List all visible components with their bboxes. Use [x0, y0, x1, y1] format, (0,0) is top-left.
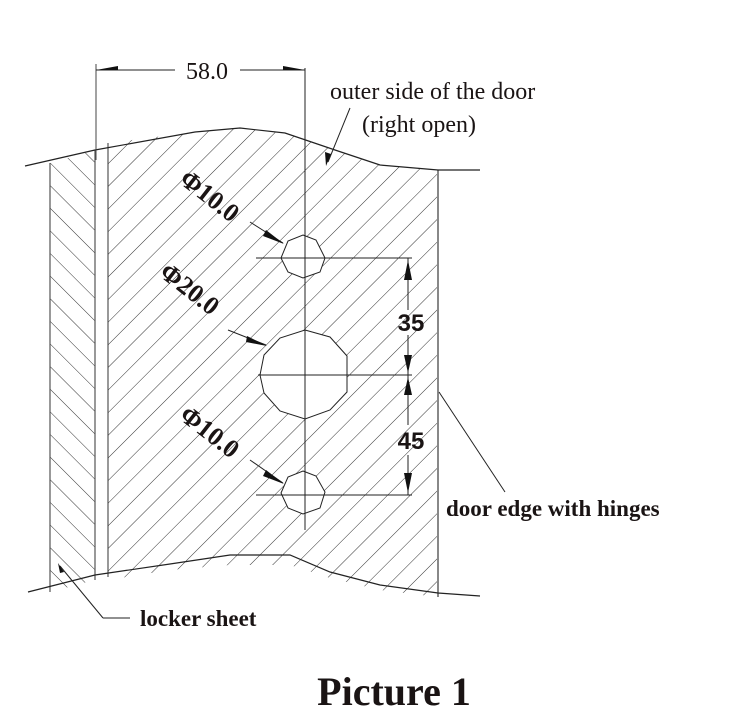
- spacing-lower-label: 45: [398, 428, 425, 455]
- bottom-break-line: [27, 554, 481, 597]
- width-dimension: [95, 64, 305, 160]
- door-edge-label: door edge with hinges: [446, 496, 660, 521]
- hole-middle-arrow: [246, 336, 267, 346]
- outer-side-leader: [327, 107, 351, 163]
- hole-lower: [280, 470, 326, 515]
- outer-side-label-line2: (right open): [362, 112, 476, 138]
- hole-upper-arrow: [263, 230, 284, 244]
- locker-sheet-leader: [59, 565, 104, 619]
- locker-sheet-arrow: [58, 563, 64, 573]
- hole-lower-arrow: [263, 470, 284, 484]
- vertical-spacing-dimension: [404, 258, 412, 495]
- outer-side-arrow: [325, 152, 331, 166]
- locker-sheet-label: locker sheet: [140, 606, 257, 631]
- width-dimension-label: 58.0: [186, 59, 228, 85]
- hole-upper: [280, 234, 326, 279]
- door-edge-leader: [438, 391, 506, 493]
- locker-sheet-section: [49, 143, 109, 592]
- spacing-upper-label: 35: [398, 310, 425, 337]
- picture-title: Picture 1: [317, 669, 471, 714]
- outer-side-label-line1: outer side of the door: [330, 79, 535, 105]
- top-break-line: [24, 127, 480, 171]
